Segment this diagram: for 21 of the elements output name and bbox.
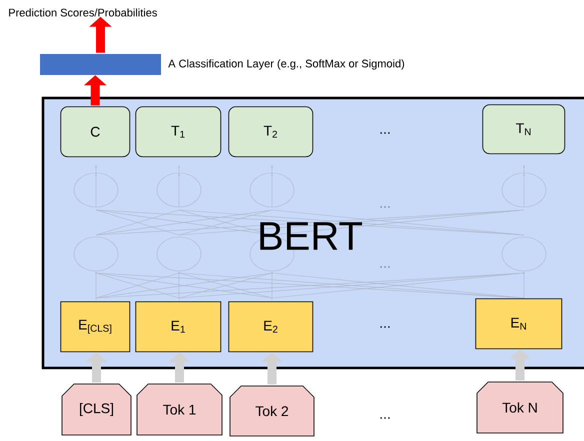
ellipsis: ...	[380, 132, 390, 134]
model-name: BERT	[260, 222, 362, 250]
ellipsis: ...	[380, 266, 390, 268]
classification-layer-bar	[40, 54, 161, 75]
embedding-box: E$_{1}$	[135, 301, 222, 352]
ellipsis: ...	[380, 326, 390, 328]
output-box: T$_{1}$	[135, 106, 222, 158]
embedding-box: E$_{2}$	[228, 301, 314, 352]
ellipsis: ...	[380, 417, 390, 419]
output-box: T$_{N}$	[482, 104, 566, 154]
output-box: C	[60, 106, 130, 158]
output-label: Prediction Scores/Probabilities	[9, 8, 157, 17]
embedding-box: E$_{N}$	[475, 298, 562, 350]
output-box: T$_{2}$	[228, 106, 314, 158]
token-box: Tok 1	[136, 384, 222, 436]
token-box: Tok 2	[230, 386, 314, 436]
embedding-box: E$_{[CLS]}$	[60, 301, 130, 352]
token-box: Tok N	[476, 382, 564, 434]
ellipsis: ...	[380, 206, 390, 208]
layer-label: A Classification Layer (e.g., SoftMax or Sigmoid)	[168, 59, 404, 70]
token-box: [CLS]	[62, 384, 132, 436]
